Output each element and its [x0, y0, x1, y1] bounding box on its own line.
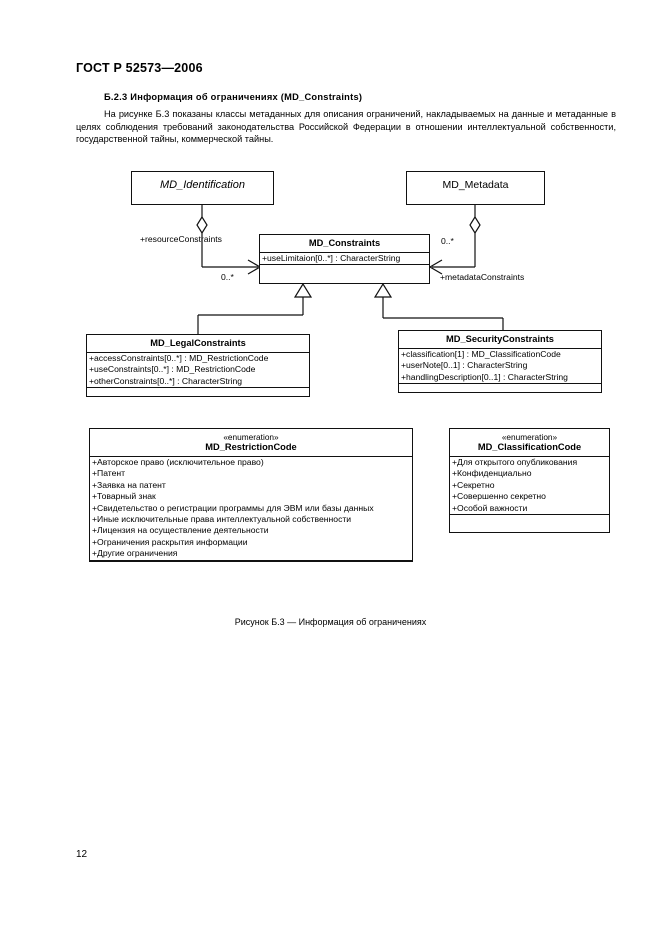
stereotype-label: «enumeration» — [501, 432, 558, 442]
class-name-md-restriction-code: «enumeration» MD_RestrictionCode — [90, 429, 412, 456]
document-header: ГОСТ Р 52573—2006 — [76, 61, 203, 75]
enum-value-row: +Заявка на патент — [92, 479, 166, 490]
enumeration-name: MD_ClassificationCode — [477, 442, 582, 452]
attribute-row: +handlingDescription[0..1] : CharacterSt… — [401, 371, 568, 382]
attributes-compartment-md-legal-constraints: +accessConstraints[0..*] : MD_Restrictio… — [87, 352, 309, 387]
enum-value-row: +Другие ограничения — [92, 548, 178, 559]
enumeration-box-md-classification-code[interactable]: «enumeration» MD_ClassificationCode +Для… — [449, 428, 610, 533]
class-box-md-constraints[interactable]: MD_Constraints +useLimitaion[0..*] : Cha… — [259, 234, 430, 284]
enum-value-row: +Лицензия на осуществление деятельности — [92, 525, 269, 536]
operations-compartment-md-security-constraints — [399, 383, 601, 397]
class-name-md-security-constraints: MD_SecurityConstraints — [446, 334, 554, 344]
attribute-row: +classification[1] : MD_ClassificationCo… — [401, 349, 561, 359]
enum-value-row: +Конфиденциально — [452, 468, 532, 479]
multiplicity-label-metadata-constraints: 0..* — [441, 236, 454, 246]
enum-value-row: +Иные исключительные права интеллектуаль… — [92, 514, 352, 525]
enum-value-row: +Особой важности — [452, 502, 528, 513]
enum-value-row: +Авторское право (исключительное право) — [92, 457, 264, 467]
role-label-resource-constraints: +resourceConstraints — [140, 234, 222, 244]
operations-compartment-md-classification-code — [450, 514, 609, 528]
enum-value-row: +Секретно — [452, 479, 495, 490]
class-name-md-legal-constraints: MD_LegalConstraints — [150, 338, 246, 348]
role-label-metadata-constraints: +metadataConstraints — [440, 272, 525, 282]
multiplicity-label-resource-constraints: 0..* — [221, 272, 234, 282]
enumeration-box-md-restriction-code[interactable]: «enumeration» MD_RestrictionCode +Авторс… — [89, 428, 413, 562]
class-name-md-classification-code: «enumeration» MD_ClassificationCode — [450, 429, 609, 456]
operations-compartment-md-constraints — [260, 264, 429, 278]
attribute-row: +userNote[0..1] : CharacterString — [401, 360, 528, 371]
operations-compartment-md-restriction-code — [90, 559, 412, 574]
class-box-md-security-constraints[interactable]: MD_SecurityConstraints +classification[1… — [398, 330, 602, 393]
enum-value-row: +Свидетельство о регистрации программы д… — [92, 502, 374, 513]
intro-paragraph: На рисунке Б.3 показаны классы метаданны… — [76, 109, 616, 145]
enum-value-row: +Для открытого опубликования — [452, 457, 578, 467]
values-compartment-md-restriction-code: +Авторское право (исключительное право) … — [90, 456, 412, 560]
stereotype-label: «enumeration» — [223, 432, 279, 442]
class-box-md-legal-constraints[interactable]: MD_LegalConstraints +accessConstraints[0… — [86, 334, 310, 397]
enum-value-row: +Товарный знак — [92, 491, 156, 502]
values-compartment-md-classification-code: +Для открытого опубликования +Конфиденци… — [450, 456, 609, 514]
clause-title: Б.2.3 Информация об ограничениях (MD_Con… — [104, 92, 363, 102]
enum-value-row: +Совершенно секретно — [452, 491, 546, 502]
attribute-row: +accessConstraints[0..*] : MD_Restrictio… — [89, 353, 269, 363]
attributes-compartment-md-security-constraints: +classification[1] : MD_ClassificationCo… — [399, 348, 601, 383]
class-box-md-metadata[interactable]: MD_Metadata — [406, 171, 545, 205]
enum-value-row: +Патент — [92, 468, 126, 479]
figure-caption: Рисунок Б.3 — Информация об ограничениях — [234, 617, 427, 627]
attribute-row: +useConstraints[0..*] : MD_RestrictionCo… — [89, 364, 256, 375]
enumeration-name: MD_RestrictionCode — [205, 442, 297, 452]
class-name-md-identification: MD_Identification — [160, 179, 245, 191]
page-number: 12 — [76, 849, 88, 860]
attribute-row: +otherConstraints[0..*] : CharacterStrin… — [89, 375, 243, 386]
attributes-compartment-md-constraints: +useLimitaion[0..*] : CharacterString — [260, 252, 429, 264]
attribute-row: +useLimitaion[0..*] : CharacterString — [262, 253, 401, 263]
class-box-md-identification[interactable]: MD_Identification — [131, 171, 274, 205]
operations-compartment-md-legal-constraints — [87, 387, 309, 401]
class-name-md-metadata: MD_Metadata — [442, 179, 509, 191]
enum-value-row: +Ограничения раскрытия информации — [92, 536, 248, 547]
class-name-md-constraints: MD_Constraints — [308, 238, 381, 248]
